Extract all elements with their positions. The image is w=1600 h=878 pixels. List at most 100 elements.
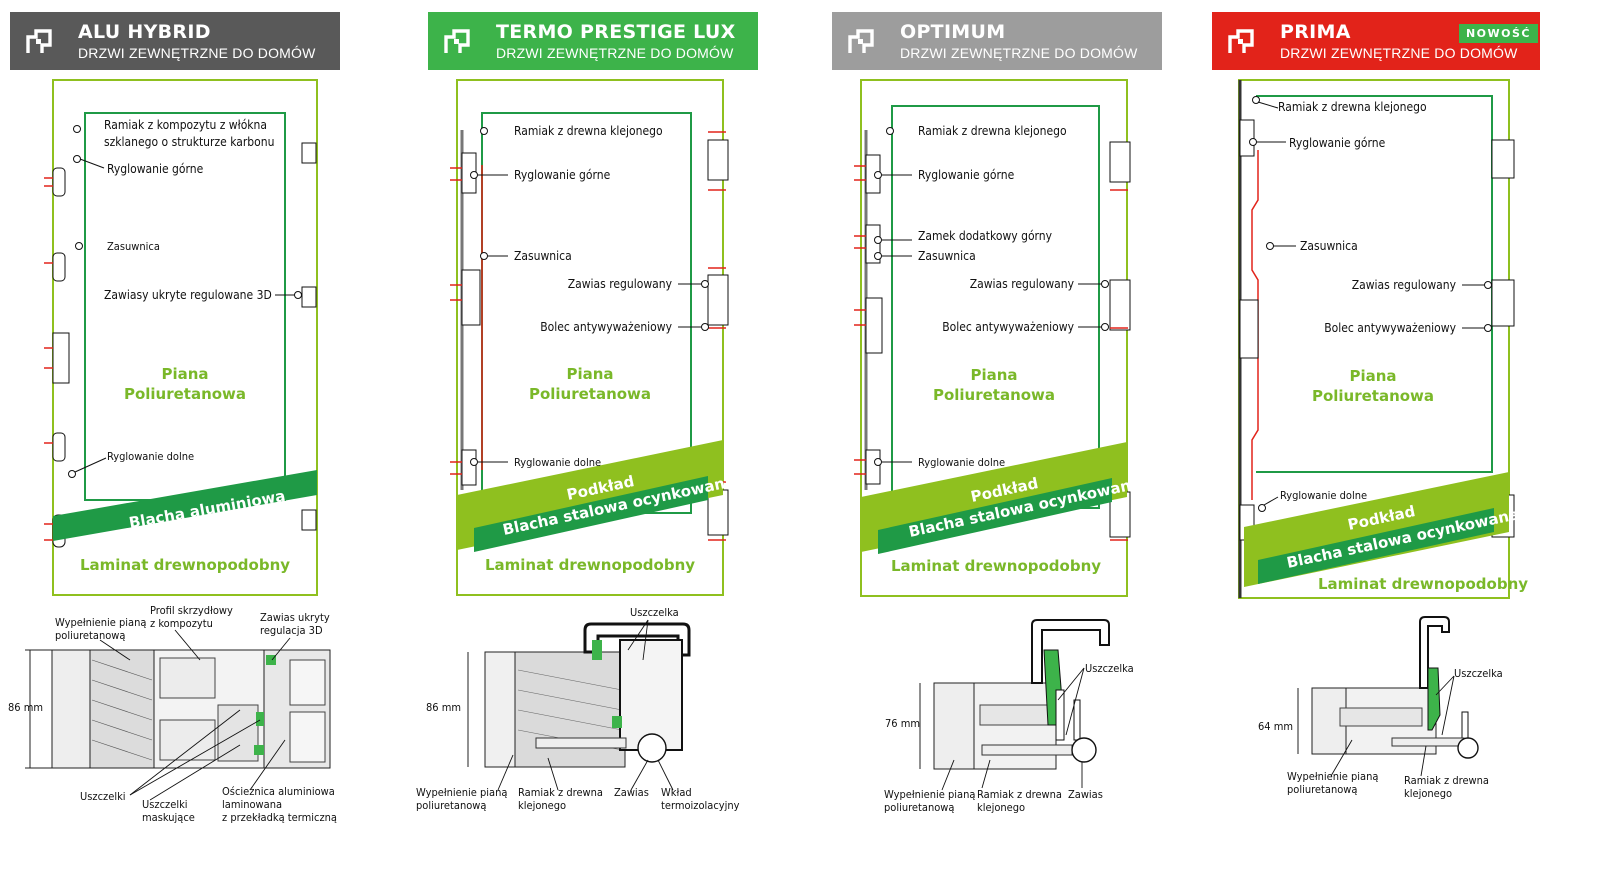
steel-band (878, 478, 1112, 554)
label-foam: Poliuretanowa (529, 385, 651, 403)
label-section-fill: poliuretanową (1287, 783, 1357, 796)
label-hinges: Zawiasy ukryte regulowane 3D (104, 288, 272, 302)
panel-alu-hybrid: ALU HYBRID DRZWI ZEWNĘTRZNE DO DOMÓW Bla… (0, 0, 360, 878)
label-section-fill: Wypełnienie pianą (416, 786, 507, 799)
label-lock-top: Ryglowanie górne (107, 162, 204, 176)
label-laminate: Laminat drewnopodobny (80, 556, 290, 574)
leader-line (79, 158, 105, 169)
hinge-mark (301, 509, 317, 531)
lock-hardware (1239, 119, 1259, 541)
hinge-mark (301, 286, 317, 308)
label-lock-top: Ryglowanie górne (1289, 136, 1386, 150)
product-header: ALU HYBRID DRZWI ZEWNĘTRZNE DO DOMÓW (10, 12, 340, 70)
label-hinge: Zawias regulowany (970, 277, 1075, 291)
label-lock-top: Ryglowanie górne (514, 168, 611, 182)
product-subtitle: DRZWI ZEWNĘTRZNE DO DOMÓW (78, 45, 316, 61)
label-section-frame: z przekładką termiczną (222, 811, 337, 824)
label-foam: Poliuretanowa (933, 386, 1055, 404)
seal-red (1251, 150, 1259, 500)
label-frame: szklanego o strukturze karbonu (104, 135, 274, 149)
cross-section (1297, 616, 1479, 759)
label-hinge: Zawias regulowany (1352, 278, 1457, 292)
lock-bolts-red (44, 177, 53, 541)
brand-logo-icon (26, 29, 52, 53)
label-laminate: Laminat drewnopodobny (485, 556, 695, 574)
label-lock-bottom: Ryglowanie dolne (1280, 489, 1367, 502)
label-section-fill: Wypełnienie pianą (884, 788, 975, 801)
optimum-diagram: Podkład Blacha stalowa ocynkowana Ramiak… (854, 79, 1142, 814)
label-section-hinge: Zawias (1068, 788, 1103, 801)
label-foam: Piana (970, 366, 1017, 384)
brand-logo-icon (848, 29, 874, 53)
label-lock-top: Ryglowanie górne (918, 168, 1015, 182)
label-section-hinge: regulacja 3D (260, 624, 323, 637)
door-outline (456, 79, 724, 596)
steel-band (1258, 508, 1494, 584)
label-frame: Ramiak z drewna klejonego (514, 124, 663, 138)
product-name: TERMO PRESTIGE LUX (496, 21, 736, 43)
label-laminate: Laminat drewnopodobny (1318, 575, 1528, 593)
label-foam: Poliuretanowa (124, 385, 246, 403)
label-thickness: 76 mm (885, 717, 920, 730)
alu-hybrid-diagram: Blacha aluminiowa Ramiak z kompozytu z w… (8, 79, 337, 824)
label-section-frame: laminowana (222, 798, 282, 811)
label-section-hinge: Zawias (614, 786, 649, 799)
label-bolt: Zasuwnica (1300, 239, 1358, 253)
label-section-fill: Wypełnienie pianą (55, 616, 146, 629)
product-name: OPTIMUM (900, 21, 1006, 43)
label-lock-bottom: Ryglowanie dolne (514, 456, 601, 469)
panel-termo-prestige-lux: TERMO PRESTIGE LUX DRZWI ZEWNĘTRZNE DO D… (408, 0, 768, 878)
label-section-profile: z kompozytu (150, 617, 213, 630)
lock-hardware (52, 167, 70, 548)
label-section-fill: poliuretanową (55, 629, 125, 642)
callouts (68, 125, 302, 478)
steel-band (474, 476, 708, 552)
lock-hardware (865, 154, 883, 485)
label-section-fill: poliuretanową (416, 799, 486, 812)
label-frame: Ramiak z drewna klejonego (1278, 100, 1427, 114)
panel-optimum: OPTIMUM DRZWI ZEWNĘTRZNE DO DOMÓW Podkła… (812, 0, 1172, 878)
label-lock-bottom: Ryglowanie dolne (918, 456, 1005, 469)
product-header: TERMO PRESTIGE LUX DRZWI ZEWNĘTRZNE DO D… (428, 12, 758, 70)
label-section-profile: Profil skrzydłowy (150, 604, 233, 617)
label-section-wood: Ramiak z drewna (977, 788, 1062, 801)
label-section-fill: Wypełnienie pianą (1287, 770, 1378, 783)
termo-prestige-lux-diagram: Podkład Blacha stalowa ocynkowana Ramiak… (416, 79, 740, 812)
brand-logo-icon (1228, 29, 1254, 53)
label-hinge: Zawias regulowany (568, 277, 673, 291)
label-section-wood: klejonego (977, 801, 1025, 814)
label-pin: Bolec antywyważeniowy (540, 320, 672, 334)
hinge-hardware (1109, 141, 1131, 538)
label-thickness: 64 mm (1258, 720, 1293, 733)
label-section-frame: Ościeżnica aluminiowa (222, 785, 335, 798)
label-section-seal: Uszczelka (1085, 662, 1134, 675)
brand-logo-icon (444, 29, 470, 53)
label-section-fill: poliuretanową (884, 801, 954, 814)
label-section-wood: klejonego (518, 799, 566, 812)
label-frame: Ramiak z drewna klejonego (918, 124, 1067, 138)
aluminium-band (53, 470, 317, 541)
label-section-wood: Ramiak z drewna (518, 786, 603, 799)
label-thickness: 86 mm (8, 701, 43, 714)
label-extra-lock: Zamek dodatkowy górny (918, 229, 1053, 243)
label-lock-bottom: Ryglowanie dolne (107, 450, 194, 463)
lock-hardware (461, 152, 481, 486)
label-section-wood: Ramiak z drewna (1404, 774, 1489, 787)
product-name: PRIMA (1280, 21, 1351, 43)
label-section-mask: maskujące (142, 811, 195, 824)
cross-section (25, 649, 331, 769)
label-pin: Bolec antywyważeniowy (1324, 321, 1456, 335)
label-bolt: Zasuwnica (107, 240, 160, 253)
label-section-insert: termoizolacyjny (661, 799, 740, 812)
prima-diagram: Podkład Blacha stalowa ocynkowana Ramiak… (1238, 79, 1528, 800)
label-section-hinge: Zawias ukryty (260, 611, 330, 624)
product-subtitle: DRZWI ZEWNĘTRZNE DO DOMÓW (496, 45, 734, 61)
product-subtitle: DRZWI ZEWNĘTRZNE DO DOMÓW (900, 45, 1138, 61)
door-outline (860, 79, 1128, 597)
leader-line (74, 457, 107, 473)
cross-section (467, 622, 691, 768)
hinge-mark (301, 142, 317, 164)
label-bolt: Zasuwnica (918, 249, 976, 263)
label-laminate: Laminat drewnopodobny (891, 557, 1101, 575)
label-section-seal: Uszczelka (630, 606, 679, 619)
